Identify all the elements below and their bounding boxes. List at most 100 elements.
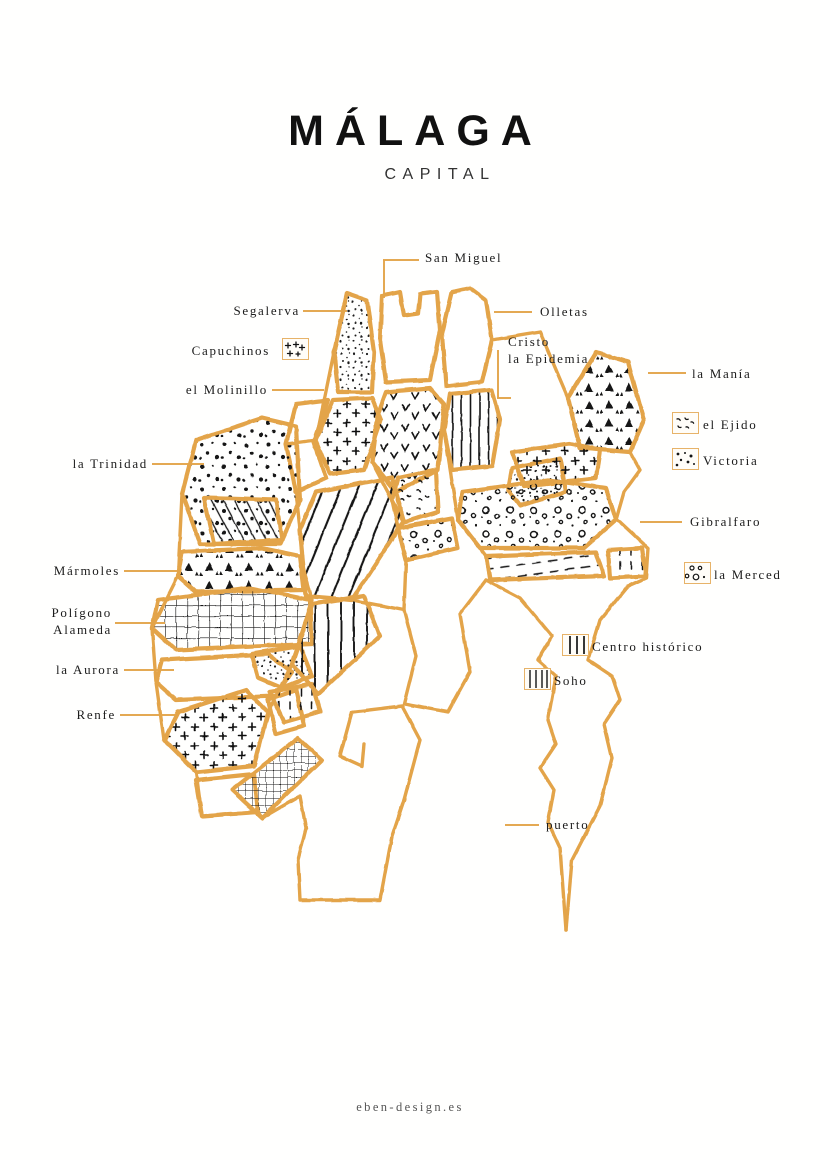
soho-swatch[interactable]: [524, 668, 551, 690]
district-la-merced[interactable]: [483, 549, 607, 583]
plus-pattern-icon: [283, 339, 308, 359]
footer-credit[interactable]: eben-design.es: [356, 1100, 464, 1114]
label-san-miguel-text: San Miguel: [425, 250, 503, 265]
label-poligono-alameda[interactable]: Polígono Alameda: [0, 604, 112, 638]
label-centro-historico-text: Centro histórico: [592, 639, 704, 654]
label-gibralfaro-text: Gibralfaro: [690, 514, 762, 529]
label-cristo-epidemia[interactable]: Cristo la Epidemia: [508, 333, 589, 367]
leader-marmoles: [124, 570, 180, 572]
label-la-merced-text: la Merced: [714, 567, 782, 582]
label-capuchinos[interactable]: Capuchinos: [80, 342, 270, 359]
boundary-northeast: [490, 330, 598, 400]
leader-san-miguel-v: [383, 260, 385, 298]
narrow-vertical-lines-pattern-icon: [525, 669, 550, 689]
leader-poligono: [115, 622, 165, 624]
dots-pattern-icon: [673, 449, 698, 469]
capuchinos-swatch[interactable]: [282, 338, 309, 360]
road-harbour-outer: [618, 520, 650, 588]
title-block: MÁLAGA CAPITAL: [0, 110, 820, 184]
leader-la-trinidad: [152, 463, 204, 465]
road-link-2: [370, 460, 408, 612]
label-poligono-line2: Alameda: [53, 622, 112, 638]
page-subtitle: CAPITAL: [384, 166, 496, 183]
label-gibralfaro[interactable]: Gibralfaro: [690, 513, 761, 530]
label-segalerva-text: Segalerva: [233, 303, 300, 318]
road-south-spine: [338, 704, 422, 802]
label-la-merced[interactable]: la Merced: [714, 566, 782, 583]
label-capuchinos-text: Capuchinos: [191, 343, 270, 358]
leader-olletas: [494, 311, 532, 313]
la-merced-swatch[interactable]: [684, 562, 711, 584]
leader-gibralfaro: [640, 521, 682, 523]
label-olletas-text: Olletas: [540, 304, 589, 319]
leader-renfe: [120, 714, 176, 716]
leader-la-aurora: [124, 669, 174, 671]
label-renfe[interactable]: Renfe: [0, 706, 116, 723]
label-renfe-text: Renfe: [76, 707, 116, 722]
district-diag-fine-left[interactable]: [201, 495, 285, 547]
label-el-ejido[interactable]: el Ejido: [703, 416, 757, 433]
wide-vertical-lines-pattern-icon: [563, 635, 588, 655]
victoria-swatch[interactable]: [672, 448, 699, 470]
label-victoria[interactable]: Victoria: [703, 452, 758, 469]
leader-cristo: [497, 397, 511, 399]
malaga-map: [149, 285, 650, 932]
centro-historico-swatch[interactable]: [562, 634, 589, 656]
label-el-ejido-text: el Ejido: [703, 417, 758, 432]
district-poligono-alameda[interactable]: [149, 585, 315, 653]
district-san-miguel[interactable]: [377, 289, 443, 385]
map-stage: Segalerva San Miguel Capuchinos el Molin…: [0, 249, 782, 932]
district-dashes-mid[interactable]: [267, 681, 323, 725]
leader-cristo-v: [497, 350, 499, 398]
leader-segalerva: [303, 310, 347, 312]
district-circles-pocket[interactable]: [395, 515, 461, 563]
commas-pattern-icon: [673, 413, 698, 433]
label-la-aurora-text: la Aurora: [55, 662, 120, 677]
label-centro-historico[interactable]: Centro histórico: [592, 638, 703, 655]
road-link-3: [442, 428, 492, 582]
label-la-aurora[interactable]: la Aurora: [0, 661, 120, 678]
rings-pattern-icon: [685, 563, 710, 583]
road-link-4: [266, 554, 314, 714]
label-poligono-line1: Polígono: [51, 605, 112, 620]
leader-san-miguel: [383, 259, 419, 261]
label-la-mania-text: la Manía: [692, 366, 752, 381]
district-olletas[interactable]: [439, 285, 495, 389]
district-la-merced-east[interactable]: [605, 545, 649, 581]
district-gibralfaro[interactable]: [455, 477, 619, 551]
district-segalerva[interactable]: [331, 290, 377, 395]
label-el-molinillo[interactable]: el Molinillo: [90, 381, 268, 398]
label-el-molinillo-text: el Molinillo: [185, 382, 268, 397]
label-marmoles-text: Mármoles: [53, 563, 120, 578]
page-title: MÁLAGA: [288, 107, 543, 155]
label-olletas[interactable]: Olletas: [540, 303, 589, 320]
boundary-east: [614, 418, 646, 524]
label-la-mania[interactable]: la Manía: [692, 365, 751, 382]
label-cristo-line2: la Epidemia: [508, 351, 590, 367]
leader-el-molinillo: [272, 389, 324, 391]
district-cristo-epidemia[interactable]: [441, 387, 503, 473]
label-puerto-text: puerto: [546, 817, 590, 832]
label-soho-text: Soho: [554, 673, 588, 688]
label-victoria-text: Victoria: [703, 453, 759, 468]
road-pier: [564, 584, 630, 932]
district-el-ejido[interactable]: [509, 441, 603, 489]
district-soho[interactable]: [229, 735, 325, 821]
city-boundary-west: [150, 438, 406, 902]
district-renfe[interactable]: [161, 687, 271, 775]
leader-la-mania: [648, 372, 686, 374]
label-la-trinidad-text: la Trinidad: [72, 456, 148, 471]
label-la-trinidad[interactable]: la Trinidad: [0, 455, 148, 472]
label-soho[interactable]: Soho: [554, 672, 588, 689]
road-alameda: [350, 578, 488, 714]
label-puerto[interactable]: puerto: [546, 816, 589, 833]
label-marmoles[interactable]: Mármoles: [0, 562, 120, 579]
road-harbour-edge: [484, 578, 568, 932]
label-san-miguel[interactable]: San Miguel: [425, 249, 502, 266]
label-segalerva[interactable]: Segalerva: [120, 302, 300, 319]
label-cristo-line1: Cristo: [508, 334, 550, 349]
district-marmoles[interactable]: [175, 545, 307, 595]
boundary-north: [284, 291, 349, 446]
el-ejido-swatch[interactable]: [672, 412, 699, 434]
